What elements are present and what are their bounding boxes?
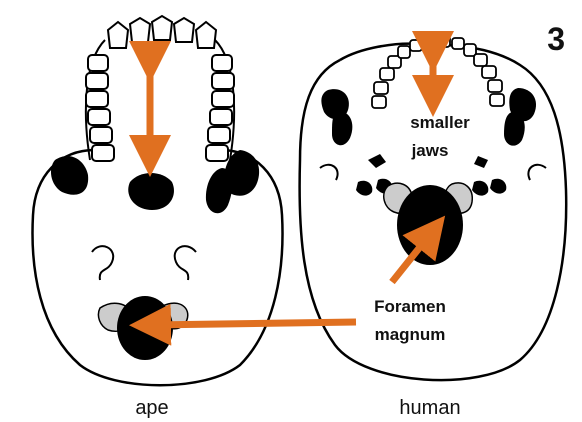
ape-right-teeth — [206, 55, 234, 161]
human-left-base-piece-1 — [356, 181, 372, 196]
foramen-magnum-label-line1: Foramen — [374, 297, 446, 316]
human-left-ear-curve — [320, 165, 338, 180]
ape-label: ape — [135, 397, 168, 419]
ape-left-teeth — [86, 55, 114, 161]
ape-right-ear-squiggle — [175, 246, 196, 280]
human-right-base-piece-2 — [472, 181, 488, 196]
ape-skull — [33, 16, 283, 385]
smaller-jaws-label-line1: smaller — [410, 113, 470, 132]
foramen-magnum-label-line2: magnum — [375, 325, 446, 344]
smaller-jaws-label-line2: jaws — [411, 141, 449, 160]
figure-number: 3 — [547, 21, 565, 57]
ape-right-fossa — [206, 168, 232, 213]
human-left-mark — [368, 154, 386, 168]
human-teeth — [372, 36, 504, 108]
ape-left-ear-squiggle — [92, 246, 113, 280]
ape-front-teeth — [108, 16, 216, 48]
human-right-ear-curve — [528, 165, 546, 180]
human-right-base-piece-1 — [490, 179, 506, 194]
human-left-fossa — [332, 112, 352, 145]
ape-left-zygomatic — [51, 156, 88, 195]
ape-nasal-opening — [128, 173, 174, 210]
human-right-fossa — [504, 112, 525, 146]
foramen-to-ape-arrow — [150, 322, 356, 325]
human-label: human — [399, 397, 460, 419]
human-foramen-magnum — [397, 185, 463, 265]
human-right-mark — [474, 156, 488, 168]
